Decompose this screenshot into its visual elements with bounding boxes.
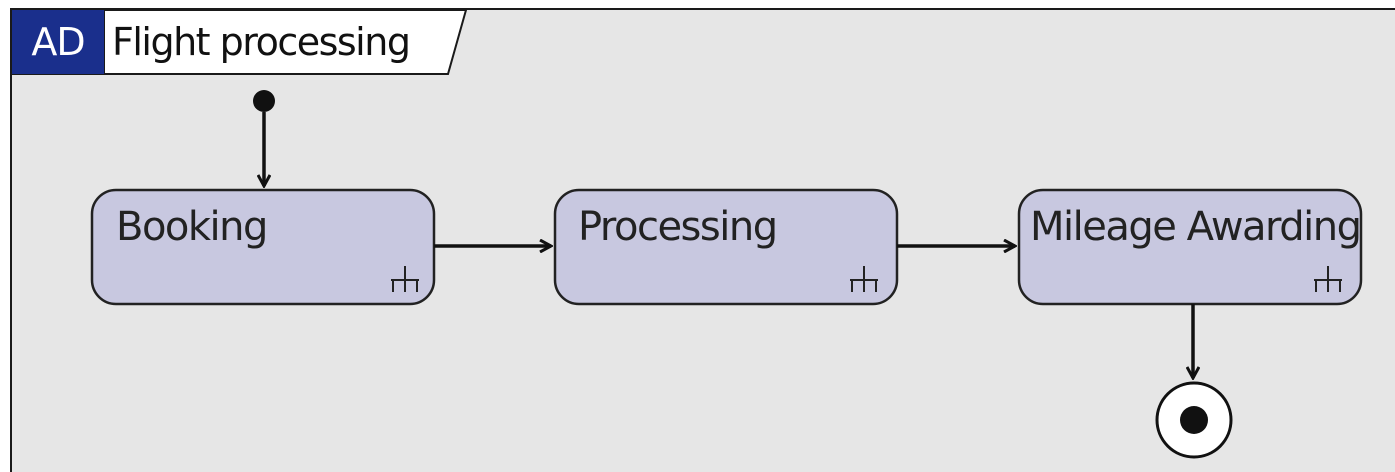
action-mileage-awarding[interactable] [1017, 188, 1363, 306]
diagram-frame [10, 8, 1395, 472]
initial-node [253, 90, 275, 112]
action-label-mileage-awarding: Mileage Awarding [1030, 204, 1362, 250]
frame-title: Flight processing [112, 20, 411, 64]
activity-final-node [1155, 381, 1233, 459]
call-behavior-icon [391, 266, 419, 292]
action-label-booking: Booking [116, 204, 268, 250]
call-behavior-icon [850, 266, 878, 292]
action-label-processing: Processing [578, 204, 778, 250]
call-behavior-icon [1314, 266, 1342, 292]
frame-kind-tag: AD [12, 10, 104, 74]
